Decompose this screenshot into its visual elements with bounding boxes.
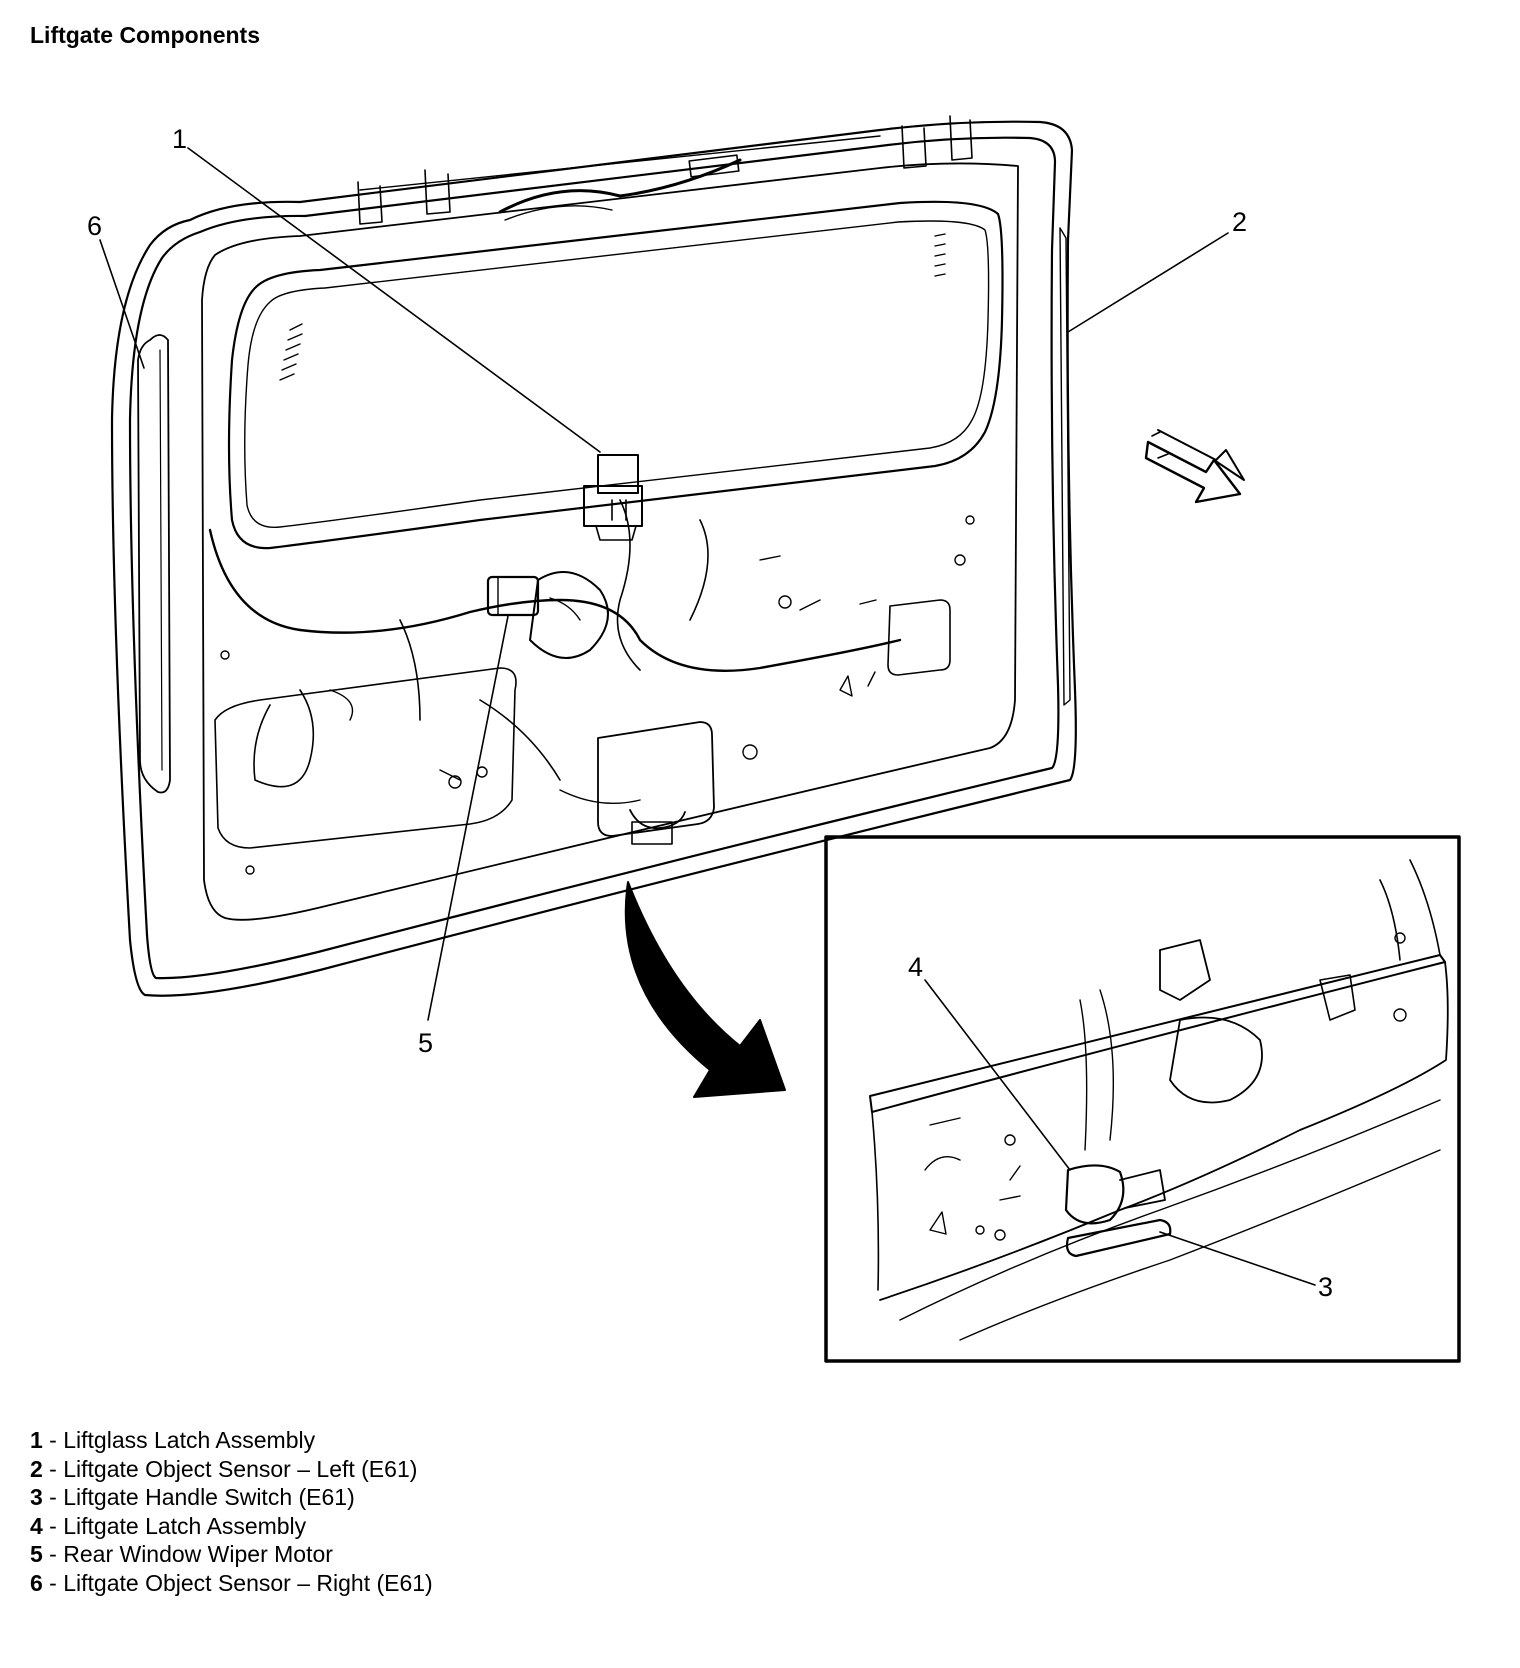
front-direction-arrow xyxy=(1144,429,1245,504)
callout-4: 4 xyxy=(908,952,923,982)
legend-item: 6 - Liftgate Object Sensor – Right (E61) xyxy=(30,1569,433,1598)
callout-leaders xyxy=(99,147,1316,1286)
legend-label: Liftgate Object Sensor – Right (E61) xyxy=(63,1569,433,1596)
legend-item: 5 - Rear Window Wiper Motor xyxy=(30,1540,433,1569)
legend-separator: - xyxy=(42,1512,64,1539)
leader-3 xyxy=(1159,1231,1316,1286)
legend-separator: - xyxy=(42,1569,64,1596)
legend-label: Liftgate Handle Switch (E61) xyxy=(63,1484,355,1510)
page-title: Liftgate Components xyxy=(30,22,260,48)
legend-number: 6 xyxy=(30,1569,43,1596)
legend-number: 5 xyxy=(30,1541,43,1567)
component-legend: 1 - Liftglass Latch Assembly 2 - Liftgat… xyxy=(30,1426,433,1597)
legend-separator: - xyxy=(42,1484,64,1510)
legend-separator: - xyxy=(42,1427,64,1453)
legend-label: Liftglass Latch Assembly xyxy=(63,1427,316,1453)
legend-label: Liftgate Object Sensor – Left (E61) xyxy=(63,1455,418,1482)
legend-item: 4 - Liftgate Latch Assembly xyxy=(30,1512,433,1541)
callout-6: 6 xyxy=(87,211,102,241)
leader-5 xyxy=(427,615,509,1021)
legend-number: 1 xyxy=(30,1427,43,1453)
detail-view-arrow xyxy=(624,881,786,1098)
leader-4 xyxy=(924,979,1071,1171)
legend-item: 3 - Liftgate Handle Switch (E61) xyxy=(30,1483,433,1512)
legend-number: 3 xyxy=(30,1484,43,1510)
callout-1: 1 xyxy=(172,124,187,154)
leader-1 xyxy=(187,147,601,453)
legend-number: 4 xyxy=(30,1512,43,1539)
legend-number: 2 xyxy=(30,1455,43,1482)
detail-inset xyxy=(824,835,1461,1363)
legend-label: Rear Window Wiper Motor xyxy=(63,1541,333,1567)
callout-2: 2 xyxy=(1232,207,1247,237)
callout-3: 3 xyxy=(1318,1272,1333,1302)
legend-separator: - xyxy=(42,1541,64,1567)
legend-label: Liftgate Latch Assembly xyxy=(63,1512,307,1539)
legend-separator: - xyxy=(42,1455,64,1482)
leader-2 xyxy=(1067,232,1229,333)
callout-5: 5 xyxy=(418,1028,433,1058)
liftgate-panel xyxy=(110,115,1077,997)
legend-item: 1 - Liftglass Latch Assembly xyxy=(30,1426,433,1455)
leader-6 xyxy=(99,239,145,369)
legend-item: 2 - Liftgate Object Sensor – Left (E61) xyxy=(30,1455,433,1484)
